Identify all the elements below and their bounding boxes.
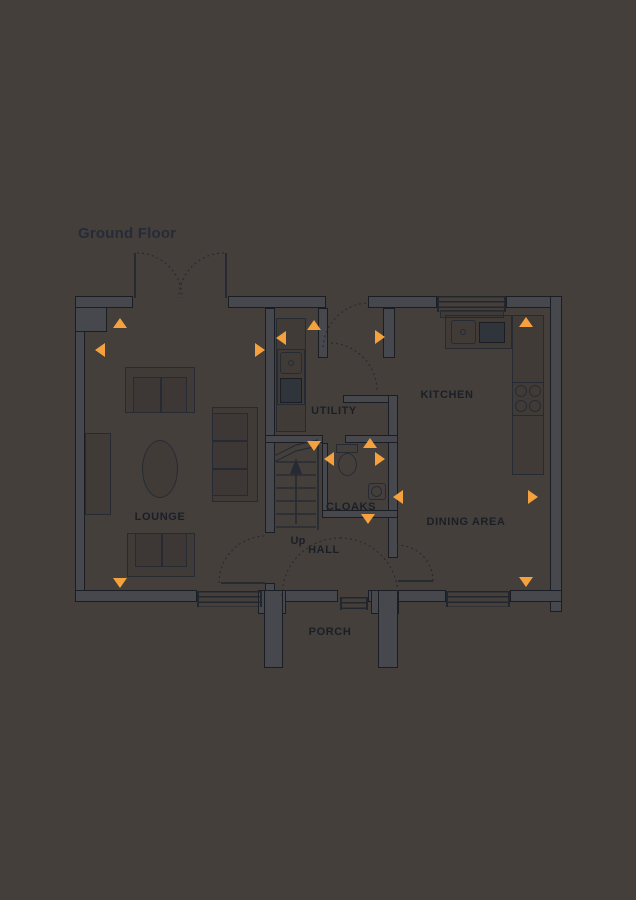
wall-right xyxy=(550,296,562,612)
hob-burner-4 xyxy=(529,400,541,412)
sofa-right-div1 xyxy=(213,440,247,442)
wall-bottom-1 xyxy=(75,590,197,602)
plan-marker-right xyxy=(255,343,265,357)
wall-top-2 xyxy=(228,296,326,308)
sofa-right-div2 xyxy=(213,468,247,470)
hob-burner-2 xyxy=(529,385,541,397)
kitchen-drainer xyxy=(479,322,505,343)
utility-sink-unit xyxy=(277,349,305,405)
wall-left xyxy=(75,296,85,602)
wall-top-3 xyxy=(368,296,437,308)
room-label-porch: PORCH xyxy=(308,626,352,638)
room-label-cloaks: CLOAKS xyxy=(325,501,377,513)
room-label-kitchen: KITCHEN xyxy=(420,389,474,401)
wall-bottom-4 xyxy=(510,590,562,602)
coffee-table-oval xyxy=(142,440,178,498)
room-label-dining: DINING AREA xyxy=(426,516,506,528)
plan-marker-left xyxy=(393,490,403,504)
room-label-lounge: LOUNGE xyxy=(134,511,186,523)
wall-top-1 xyxy=(75,296,133,308)
sofa-right xyxy=(212,407,258,502)
porch-pillar-left xyxy=(264,590,283,668)
floor-title: Ground Floor xyxy=(78,225,177,242)
room-label-hall: HALL xyxy=(308,544,340,556)
plan-marker-up xyxy=(307,320,321,330)
stairs-up-label: Up xyxy=(290,535,306,547)
porch-pillar-right xyxy=(378,590,398,668)
toilet-bowl xyxy=(338,453,357,476)
wall-lounge-east xyxy=(265,308,275,533)
hob-burner-1 xyxy=(515,385,527,397)
plan-marker-down xyxy=(307,441,321,451)
plan-marker-up xyxy=(113,318,127,328)
wall-stub-a xyxy=(318,308,328,358)
plan-marker-down xyxy=(113,578,127,588)
plan-marker-right xyxy=(375,452,385,466)
kitchen-sink-drain xyxy=(460,329,466,335)
utility-drainer xyxy=(280,378,302,403)
plan-marker-right xyxy=(528,490,538,504)
utility-sink-bowl xyxy=(280,352,302,374)
wash-basin-bowl xyxy=(371,486,382,497)
front-door-threshold xyxy=(340,597,368,610)
sofa-right-seat xyxy=(212,413,248,496)
plan-marker-left xyxy=(276,331,286,345)
plan-marker-right xyxy=(375,330,385,344)
kitchen-window-sill xyxy=(440,310,504,318)
kitchen-hob xyxy=(512,382,544,416)
wall-cloaks-east xyxy=(388,395,398,558)
plan-marker-up xyxy=(363,438,377,448)
plan-marker-left xyxy=(95,343,105,357)
toilet-cistern xyxy=(336,444,358,453)
plan-marker-left xyxy=(324,452,334,466)
utility-sink-drain xyxy=(288,360,294,366)
plan-marker-up xyxy=(519,317,533,327)
lounge-window-south xyxy=(197,591,262,607)
dining-window-south xyxy=(446,591,510,607)
plan-marker-down xyxy=(519,577,533,587)
wall-cloaks-south xyxy=(322,510,398,518)
hob-burner-3 xyxy=(515,400,527,412)
lounge-window-west xyxy=(85,433,111,515)
wash-basin xyxy=(368,483,386,500)
kitchen-window xyxy=(437,296,506,312)
plan-marker-down xyxy=(361,514,375,524)
sofa-bottom-divider xyxy=(161,534,163,566)
sofa-top-divider xyxy=(160,378,162,412)
room-label-utility: UTILITY xyxy=(311,405,357,417)
kitchen-sink-bowl xyxy=(451,320,476,344)
